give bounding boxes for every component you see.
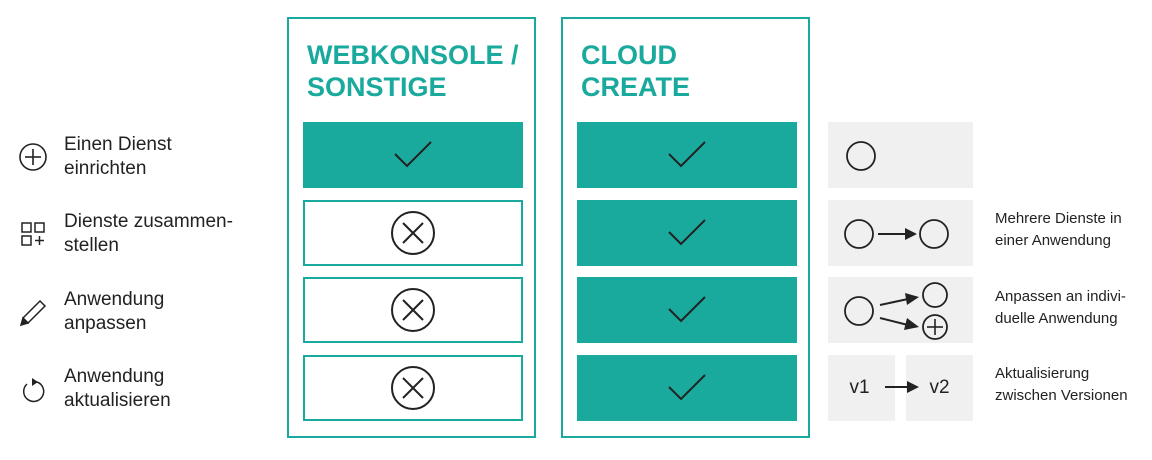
service-chain-icon: [844, 219, 949, 249]
diagram-service-chain: [828, 200, 973, 266]
cell-supported: [577, 200, 797, 266]
feature-setup-service: Einen Dienst einrichten: [18, 133, 172, 181]
version-to-label: v2: [929, 377, 950, 398]
column-title: WEBKONSOLE /SONSTIGE: [307, 40, 519, 102]
feature-label: stellen: [64, 235, 119, 256]
checkmark-icon: [394, 141, 432, 168]
feature-update-app: Anwendung aktualisieren: [18, 365, 171, 413]
x-circle-icon: [391, 288, 435, 332]
arrow-right-icon: [885, 381, 919, 393]
x-circle-icon: [391, 211, 435, 255]
cell-supported: [303, 122, 523, 188]
version-from-label: v1: [849, 377, 870, 398]
grid-add-icon: [18, 219, 48, 249]
checkmark-icon: [668, 296, 706, 323]
cell-not-supported: [303, 355, 523, 421]
column-webkonsole: WEBKONSOLE /SONSTIGE: [287, 17, 536, 438]
diagram-single-service: [828, 122, 973, 188]
feature-label: aktualisieren: [64, 390, 171, 411]
feature-customize-app: Anwendung anpassen: [18, 288, 164, 336]
cell-not-supported: [303, 277, 523, 343]
service-circle-icon: [846, 141, 876, 171]
feature-compose-services: Dienste zusammen-stellen: [18, 210, 233, 258]
cell-supported: [577, 122, 797, 188]
cell-supported: [577, 277, 797, 343]
checkmark-icon: [668, 141, 706, 168]
cell-not-supported: [303, 200, 523, 266]
diagram-customize: [828, 277, 973, 343]
feature-label: Anwendung: [64, 289, 165, 310]
feature-label: Dienste zusammen-: [64, 211, 233, 232]
plus-circle-icon: [18, 142, 48, 172]
x-circle-icon: [391, 366, 435, 410]
feature-label: anpassen: [64, 313, 147, 334]
feature-label: Einen Dienst: [64, 134, 172, 155]
cell-supported: [577, 355, 797, 421]
customize-icon: [844, 282, 948, 340]
diagram-version-from: v1: [828, 355, 895, 421]
diagram-note: Anpassen an indivi-duelle Anwendung: [995, 288, 1126, 327]
refresh-icon: [18, 374, 48, 404]
pencil-icon: [18, 297, 48, 327]
feature-label: Anwendung: [64, 366, 165, 387]
diagram-version-to: v2: [906, 355, 973, 421]
checkmark-icon: [668, 219, 706, 246]
checkmark-icon: [668, 374, 706, 401]
feature-label: einrichten: [64, 158, 147, 179]
